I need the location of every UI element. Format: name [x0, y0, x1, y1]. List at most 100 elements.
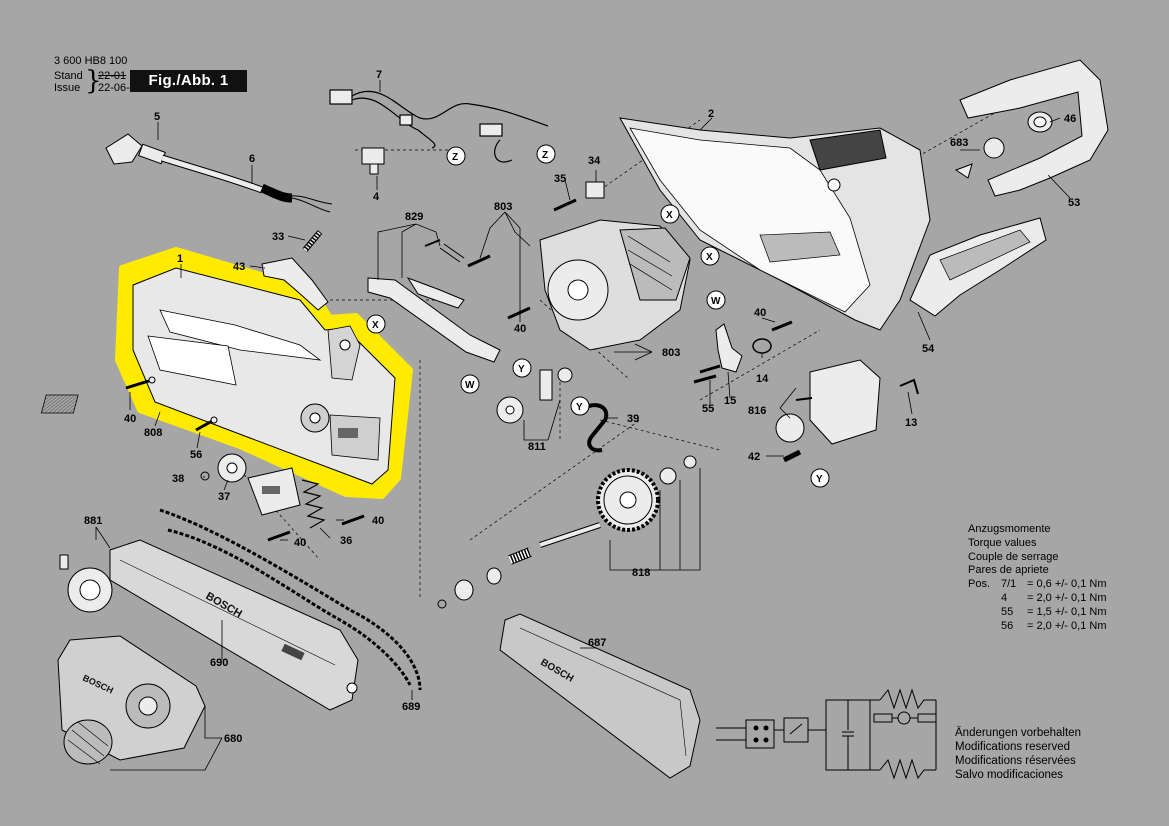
callout-687: 687	[588, 637, 606, 649]
callout-numbers: 1 2 4 5 6 7 13 14 15 33 34 35 36 37 38 3…	[84, 69, 1080, 745]
torque-title-fr: Couple de serrage	[968, 550, 1059, 563]
pin-parts-803[interactable]	[467, 254, 531, 320]
tensioner-plate[interactable]	[247, 467, 301, 516]
callout-55: 55	[702, 403, 714, 415]
modifications-fr: Modifications réservées	[955, 755, 1076, 767]
spring-part-36[interactable]	[301, 479, 326, 529]
callout-56: 56	[190, 449, 202, 461]
torque-title-en: Torque values	[968, 536, 1037, 549]
callout-13: 13	[905, 417, 917, 429]
torque-values-block: Anzugsmomente Torque values Couple de se…	[968, 523, 1106, 633]
housing-half-part-1[interactable]	[115, 247, 413, 499]
callout-808: 808	[144, 427, 162, 439]
rear-handle-part-53[interactable]	[959, 59, 1109, 197]
clip-part-13[interactable]	[899, 378, 919, 395]
wiring-schematic	[716, 688, 937, 780]
screws-part-40-55[interactable]	[693, 320, 793, 384]
trigger-lever-part-829[interactable]	[367, 239, 501, 363]
brush-holder-part-34[interactable]	[585, 181, 605, 199]
chain-cover-part-680[interactable]: BOSCH	[57, 635, 206, 765]
oil-cap-part-683[interactable]	[954, 137, 1005, 179]
callout-803-b: 803	[662, 347, 680, 359]
saw-chain-part-689[interactable]	[159, 508, 422, 691]
guide-bar-part-690[interactable]: BOSCH	[109, 539, 359, 711]
oil-hose-part-39[interactable]	[583, 403, 609, 453]
modifications-de: Änderungen vorbehalten	[955, 727, 1081, 739]
spring-part-33[interactable]	[302, 230, 323, 252]
reference-markers: X X X Y Y Y W W Z Z	[366, 144, 830, 488]
revision-block: Stand Issue	[54, 70, 86, 94]
callout-33: 33	[272, 231, 284, 243]
modifications-en: Modifications reserved	[955, 741, 1071, 753]
chain-gear-part-818[interactable]	[437, 455, 697, 609]
bevel-gear-part-811[interactable]	[496, 367, 573, 424]
callout-829: 829	[405, 211, 423, 223]
capacitor-part-816[interactable]	[775, 359, 881, 445]
callout-35: 35	[554, 173, 566, 185]
issue-label: Issue	[54, 82, 81, 94]
spring-part-14[interactable]	[752, 338, 772, 354]
svg-text:Y: Y	[576, 402, 583, 413]
label-plate-part-808[interactable]	[40, 394, 79, 414]
callout-37: 37	[218, 491, 230, 503]
marker-z-1: Z	[446, 146, 466, 166]
callout-38: 38	[172, 473, 184, 485]
callout-4: 4	[373, 191, 380, 203]
wiring-harness-part-7[interactable]	[329, 89, 549, 163]
callout-39: 39	[627, 413, 639, 425]
callout-14: 14	[756, 373, 769, 385]
marker-w-1: W	[460, 374, 480, 394]
torque-pos-label: Pos.	[968, 578, 991, 591]
marker-w-2: W	[706, 290, 726, 310]
svg-text:W: W	[711, 296, 721, 307]
sprocket-part-37[interactable]	[217, 453, 247, 483]
screw-part-56[interactable]	[195, 416, 218, 432]
micro-switch-part-4[interactable]	[361, 147, 385, 175]
svg-text:W: W	[465, 380, 475, 391]
power-plug-part-5[interactable]	[105, 133, 166, 165]
callout-34: 34	[588, 155, 601, 167]
svg-text:X: X	[706, 252, 713, 263]
front-hand-guard-part-54[interactable]	[909, 217, 1047, 317]
lock-lever-part-15[interactable]	[715, 323, 743, 373]
callout-2: 2	[708, 108, 714, 120]
bar-scabbard-part-687[interactable]: BOSCH	[499, 613, 701, 779]
document-number: 3 600 HB8 100	[54, 55, 128, 67]
torque-title-de: Anzugsmomente	[968, 523, 1051, 535]
torque-pos-id: 55	[1001, 605, 1014, 618]
lever-part-43[interactable]	[261, 257, 329, 311]
callout-54: 54	[922, 343, 935, 355]
torque-value: = 1,5 +/- 0,1 Nm	[1027, 605, 1107, 618]
torque-row: 4 = 2,0 +/- 0,1 Nm	[968, 592, 1106, 606]
modifications-note: Änderungen vorbehalten Modifications res…	[955, 726, 1081, 782]
callout-40-e: 40	[294, 537, 306, 549]
callout-40-d: 40	[372, 515, 384, 527]
svg-text:Z: Z	[542, 150, 548, 161]
figure-label: Fig./Abb. 1	[130, 70, 247, 92]
marker-y-1: Y	[512, 358, 532, 378]
torque-row: Pos. 7/1 = 0,6 +/- 0,1 Nm	[968, 578, 1106, 592]
torque-row: 56 = 2,0 +/- 0,1 Nm	[968, 620, 1106, 634]
washer-part-38[interactable]	[200, 471, 210, 481]
sprocket-nose-part-881[interactable]	[59, 554, 113, 613]
marker-x-3: X	[700, 246, 720, 266]
torque-pos-id: 56	[1001, 619, 1014, 632]
torque-pos-id: 4	[1001, 591, 1008, 604]
callout-42: 42	[748, 451, 760, 463]
revision-brace: }	[85, 66, 102, 96]
callout-40-a: 40	[124, 413, 136, 425]
screw-part-40-lower[interactable]	[267, 514, 365, 542]
screw-part-40-left[interactable]	[125, 376, 156, 390]
marker-z-2: Z	[536, 144, 556, 164]
power-cable-part-6[interactable]	[160, 154, 333, 213]
callout-683: 683	[950, 137, 968, 149]
marker-x-2: X	[660, 204, 680, 224]
svg-text:X: X	[666, 210, 673, 221]
stand-date: 22-01	[98, 70, 127, 82]
screw-part-35[interactable]	[553, 198, 577, 212]
cap-part-46[interactable]	[1027, 111, 1053, 133]
motor-assembly[interactable]	[539, 219, 691, 351]
fitting-part-42[interactable]	[782, 449, 802, 463]
main-housing-part-2[interactable]	[619, 117, 931, 331]
